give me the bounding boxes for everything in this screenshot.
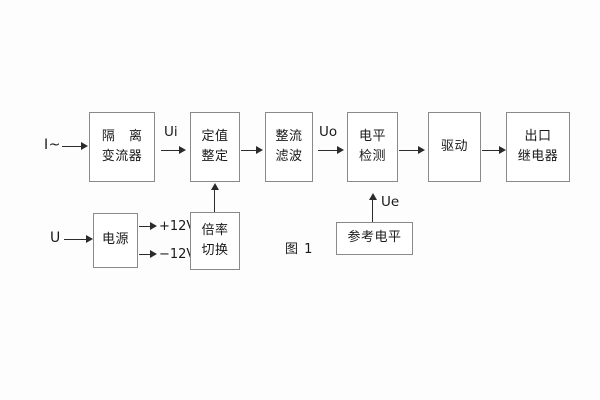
block-line: 继电器 — [517, 149, 559, 164]
uo-line — [318, 150, 339, 151]
block-level-detection: 电平 检测 — [347, 112, 398, 182]
current-input-line — [62, 146, 83, 147]
current-input-arrow-icon — [81, 142, 88, 150]
block-line: 电源 — [101, 232, 129, 248]
rail-negative-label: −12V — [159, 247, 196, 262]
block-line: 定值 — [201, 128, 229, 144]
block-isolation-transformer: 隔 离 变流器 — [89, 112, 155, 182]
signal-ue-label: Ue — [381, 194, 400, 210]
uo-arrow-icon — [337, 146, 344, 154]
block-line: 整流 — [275, 128, 303, 144]
block-line: 检测 — [358, 149, 386, 164]
block-reference-level: 参考电平 — [336, 222, 413, 255]
ui-arrow-icon — [179, 146, 186, 154]
voltage-input-label: U — [50, 230, 61, 246]
figure-caption: 图 1 — [285, 242, 314, 257]
ratio-to-setting-line — [214, 190, 215, 212]
setting-to-rectifier-line — [241, 150, 258, 151]
drive-to-relay-line — [482, 150, 501, 151]
rail-positive-line — [139, 226, 152, 227]
drive-to-relay-arrow-icon — [499, 146, 506, 154]
block-rectifier-filter: 整流 滤波 — [265, 112, 313, 182]
reference-to-level-arrow-icon — [369, 193, 377, 200]
voltage-input-arrow-icon — [86, 235, 93, 243]
block-line: 切换 — [201, 243, 229, 258]
block-setting-value: 定值 整定 — [190, 112, 240, 182]
reference-to-level-line — [372, 200, 373, 222]
level-to-drive-line — [399, 150, 420, 151]
block-power-supply: 电源 — [93, 213, 138, 268]
ratio-to-setting-arrow-icon — [211, 183, 219, 190]
block-line: 倍率 — [201, 222, 229, 238]
current-input-label: I~ — [44, 137, 61, 153]
block-line: 驱动 — [440, 138, 468, 154]
rail-negative-line — [139, 254, 152, 255]
signal-uo-label: Uo — [319, 124, 338, 140]
block-ratio-switching: 倍率 切换 — [190, 212, 240, 270]
block-output-relay: 出口 继电器 — [506, 112, 570, 182]
setting-to-rectifier-arrow-icon — [256, 146, 263, 154]
ui-line — [161, 150, 181, 151]
block-line: 隔 离 — [101, 128, 148, 144]
rail-positive-arrow-icon — [150, 222, 157, 230]
block-line: 整定 — [201, 149, 229, 164]
block-line: 参考电平 — [347, 230, 402, 246]
block-line: 电平 — [358, 128, 386, 144]
voltage-input-line — [64, 239, 88, 240]
rail-positive-label: +12V — [159, 219, 196, 234]
level-to-drive-arrow-icon — [418, 146, 425, 154]
block-line: 滤波 — [275, 149, 303, 164]
block-drive: 驱动 — [428, 112, 481, 182]
signal-ui-label: Ui — [164, 124, 178, 140]
rail-negative-arrow-icon — [150, 250, 157, 258]
block-line: 出口 — [524, 128, 552, 144]
block-line: 变流器 — [101, 149, 143, 164]
